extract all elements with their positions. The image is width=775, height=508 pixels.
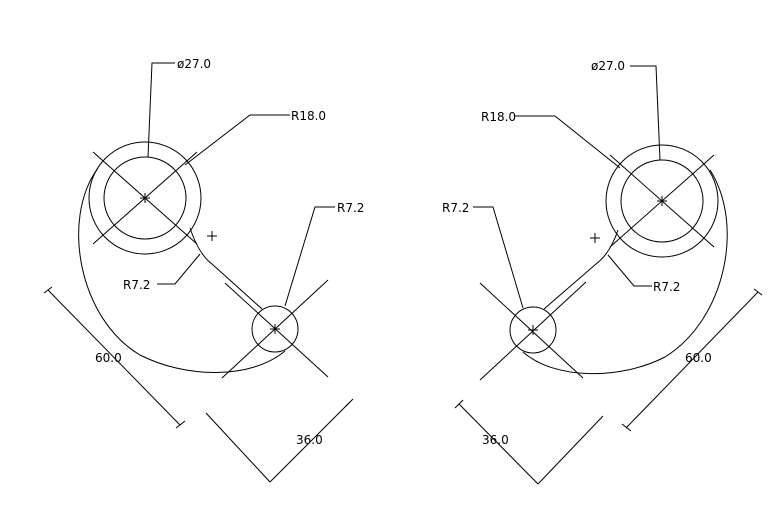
- left-big-radius-label: R18.0: [291, 109, 326, 123]
- right-inner-circle: [620, 159, 704, 243]
- left-offset-label: 36.0: [296, 433, 323, 447]
- left-offset-ext-tick: [344, 398, 354, 408]
- right-offset-label: 36.0: [482, 433, 509, 447]
- right-fillet-label: R7.2: [653, 280, 680, 294]
- right-small-circle: [509, 306, 557, 354]
- right-offset-ext-line: [458, 403, 539, 485]
- left-length-dim-line: [47, 289, 181, 426]
- left-fillet-label: R7.2: [123, 278, 150, 292]
- right-offset-dim-line: [537, 415, 604, 485]
- left-small-centerline-a: [224, 282, 329, 378]
- left-small-circle: [251, 305, 299, 353]
- left-length-label: 60.0: [95, 351, 122, 365]
- right-small-radius-leader: [473, 206, 524, 309]
- left-outer-profile: [78, 167, 286, 373]
- left-big-radius-leader: [184, 114, 290, 166]
- left-fillet-leader: [157, 253, 201, 285]
- left-inner-circle: [103, 156, 187, 240]
- left-length-dim-tick-a: [43, 286, 53, 294]
- right-outer-profile: [522, 169, 728, 375]
- right-diameter-label: ø27.0: [591, 59, 625, 73]
- right-tangent-profile: [543, 229, 619, 310]
- right-big-radius-label: R18.0: [481, 110, 516, 124]
- right-fillet-leader: [607, 254, 652, 287]
- left-part: ø27.0 R18.0 R7.2 R7.2 60.0 36.0: [43, 57, 364, 483]
- left-offset-dim-line: [205, 412, 271, 483]
- right-offset-ext-tick: [454, 399, 464, 409]
- right-length-dim-tick-b: [621, 423, 632, 432]
- left-outer-circle: [88, 141, 202, 255]
- left-small-radius-leader: [284, 206, 335, 307]
- left-tangent-profile: [189, 227, 263, 310]
- right-small-radius-label: R7.2: [442, 201, 469, 215]
- right-length-label: 60.0: [685, 351, 712, 365]
- right-part: ø27.0 R18.0 R7.2 R7.2 60.0 36.0: [442, 59, 763, 485]
- left-offset-ext-line: [269, 402, 350, 483]
- right-diameter-leader: [630, 65, 661, 161]
- right-length-dim-line: [625, 291, 759, 429]
- left-length-dim-tick-b: [175, 420, 186, 429]
- left-diameter-label: ø27.0: [177, 57, 211, 71]
- right-length-dim-tick-a: [753, 288, 763, 296]
- right-big-radius-leader: [515, 115, 621, 169]
- right-outer-circle: [605, 144, 719, 258]
- left-small-radius-label: R7.2: [337, 201, 364, 215]
- left-diameter-leader: [147, 62, 175, 158]
